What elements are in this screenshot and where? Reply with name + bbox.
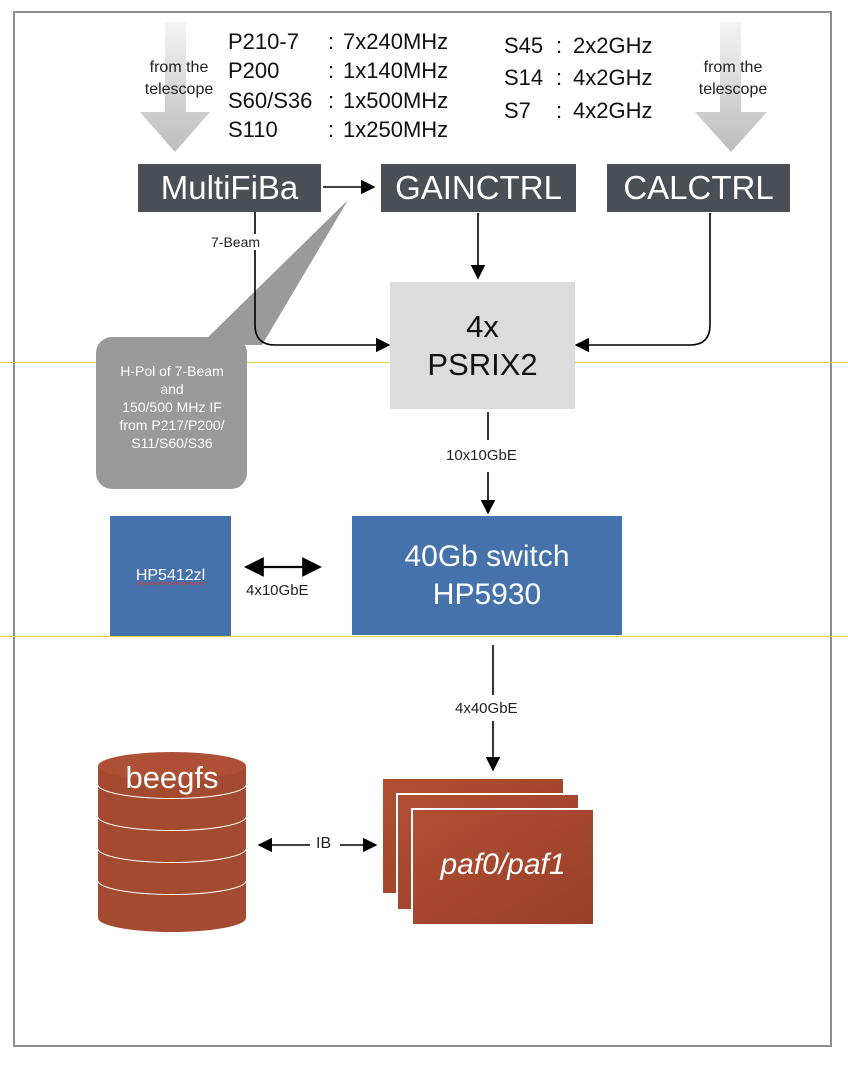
switch-box: 40Gb switch HP5930 <box>352 516 622 635</box>
receiver-name: S110 <box>228 117 278 142</box>
receiver-sep: : <box>556 65 563 90</box>
callout-line: from P217/P200/ <box>119 417 225 433</box>
callout-bubble <box>96 337 247 489</box>
hp5412-box: HP5412zl <box>110 516 231 636</box>
receiver-band: 1x500MHz <box>343 88 449 113</box>
receiver-band: 1x250MHz <box>343 117 449 142</box>
beegfs-database-icon <box>97 752 247 932</box>
ib-link-label: IB <box>316 835 332 852</box>
right-source-label: from the telescope <box>692 57 774 101</box>
receiver-band: 4x2GHz <box>573 65 653 90</box>
gainctrl-box: GAINCTRL <box>381 164 576 212</box>
receiver-sep: : <box>328 58 335 83</box>
receiver-band: 7x240MHz <box>343 29 449 54</box>
callout-text: H-Pol of 7-Beam and 150/500 MHz IF from … <box>97 362 247 452</box>
hp-switch-link-label: 4x10GbE <box>246 582 309 599</box>
receiver-name: S60/S36 <box>228 88 313 113</box>
paf-server-stack-icon <box>381 777 595 926</box>
right-source-line1: from the <box>703 59 763 76</box>
switch-model: HP5930 <box>432 577 542 611</box>
receiver-band: 1x140MHz <box>343 58 449 83</box>
receiver-name: S7 <box>504 98 531 123</box>
link-multifiba-psrix <box>254 212 391 353</box>
receiver-sep: : <box>328 88 335 113</box>
right-source-line2: telescope <box>698 81 768 98</box>
callout-line: S11/S60/S36 <box>131 435 213 451</box>
callout-line: and <box>160 381 184 397</box>
callout-line: H-Pol of 7-Beam <box>120 363 224 379</box>
psrix-box: 4x PSRIX2 <box>390 282 575 409</box>
diagram-frame <box>13 11 832 1047</box>
seven-beam-label: 7-Beam <box>209 234 263 250</box>
receiver-sep: : <box>556 98 563 123</box>
receiver-name: S45 <box>504 33 544 58</box>
psrix-name: PSRIX2 <box>427 346 538 382</box>
psrix-switch-link-label: 10x10GbE <box>446 447 517 464</box>
left-source-label: from the telescope <box>142 57 216 101</box>
receiver-band: 4x2GHz <box>573 98 653 123</box>
receiver-name: P210-7 <box>228 29 299 54</box>
receiver-sep: : <box>328 29 335 54</box>
left-source-line2: telescope <box>144 81 214 98</box>
beegfs-label: beegfs <box>125 760 219 795</box>
receiver-sep: : <box>328 117 335 142</box>
receiver-name: S14 <box>504 65 544 90</box>
switch-title: 40Gb switch <box>404 539 570 573</box>
input-arrow-right-icon <box>695 22 767 152</box>
input-arrow-left-icon <box>140 22 210 152</box>
receiver-name: P200 <box>228 58 280 83</box>
paf-label: paf0/paf1 <box>440 848 566 881</box>
multifiba-box: MultiFiBa <box>138 164 321 212</box>
psrix-count: 4x <box>466 308 499 344</box>
guide-line-lower <box>0 636 848 637</box>
receiver-sep: : <box>556 33 563 58</box>
callout-line: 150/500 MHz IF <box>122 399 222 415</box>
left-source-line1: from the <box>149 59 209 76</box>
callout-tail <box>200 200 348 345</box>
calctrl-box: CALCTRL <box>607 164 790 212</box>
link-calctrl-psrix <box>574 213 711 353</box>
hp5412-label: HP5412zl <box>135 567 206 584</box>
switch-paf-link-label: 4x40GbE <box>455 700 518 717</box>
receiver-band: 2x2GHz <box>573 33 653 58</box>
